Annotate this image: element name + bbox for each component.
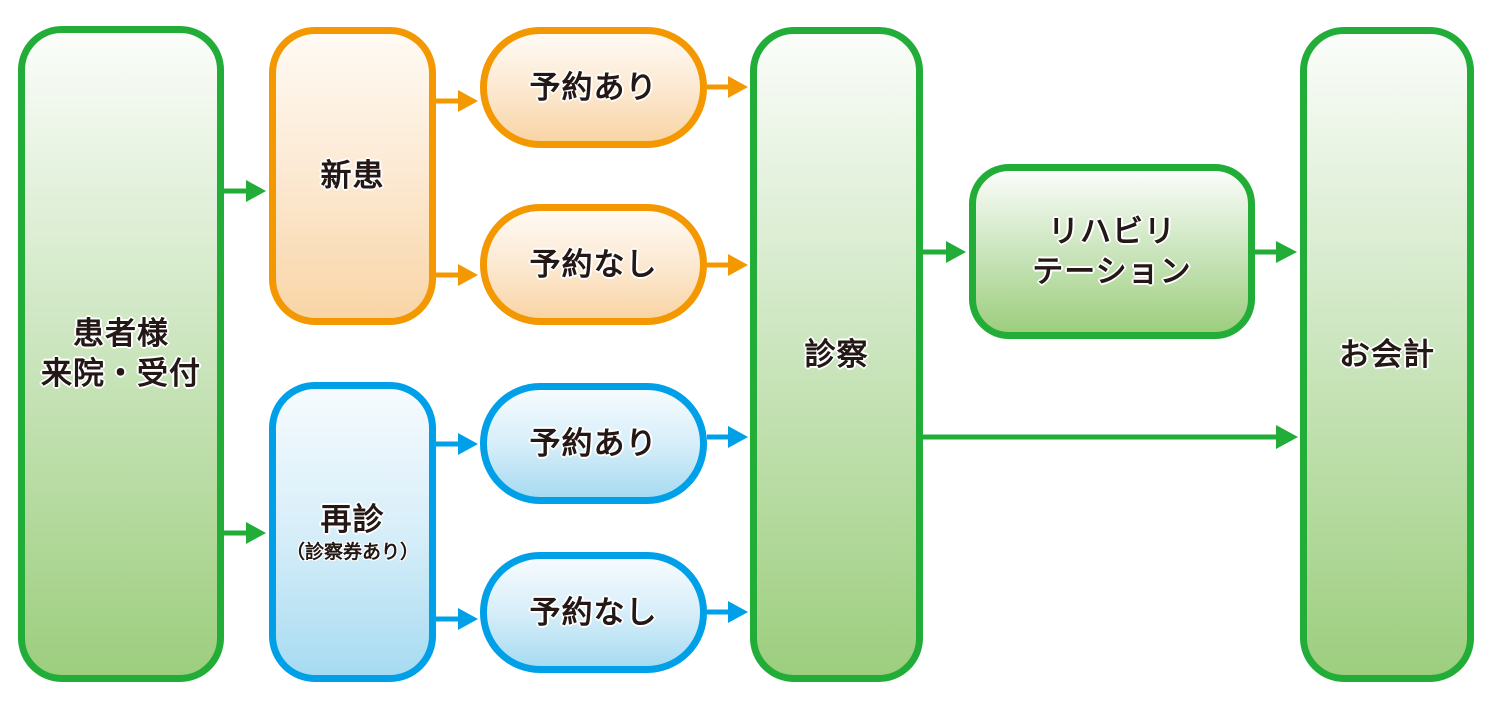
arrow-returning-to-returning-with-reservation (436, 433, 478, 455)
returning-with-reservation-label: 予約あり (529, 425, 658, 462)
rehabilitation-label-line2: テーション (1032, 253, 1192, 290)
arrow-examination-to-rehabilitation (923, 241, 966, 263)
node-returning-without-reservation: 予約なし (480, 552, 707, 673)
reception-label-line2: 来院・受付 (41, 356, 201, 392)
new-with-reservation-label: 予約あり (529, 69, 658, 106)
arrow-new-without-reservation-to-examination (707, 254, 748, 276)
node-returning-patient: 再診 （診察券あり） (269, 382, 436, 682)
rehabilitation-label-line1: リハビリ (1048, 213, 1176, 250)
reception-label-line1: 患者様 (73, 316, 169, 352)
node-examination: 診察 (750, 27, 923, 682)
node-new-patient: 新患 (269, 27, 436, 325)
returning-without-reservation-label: 予約なし (529, 594, 658, 631)
arrow-new-patient-to-new-with-reservation (436, 90, 478, 112)
node-new-without-reservation: 予約なし (480, 204, 707, 325)
node-returning-with-reservation: 予約あり (480, 383, 707, 504)
arrow-new-patient-to-new-without-reservation (436, 264, 478, 286)
payment-label: お会計 (1339, 336, 1435, 373)
new-patient-label: 新患 (320, 158, 385, 194)
node-new-with-reservation: 予約あり (480, 27, 707, 148)
node-rehabilitation: リハビリ テーション (969, 164, 1255, 339)
new-without-reservation-label: 予約なし (529, 246, 658, 283)
arrow-returning-without-reservation-to-examination (707, 601, 748, 623)
returning-patient-label: 再診 (320, 502, 385, 538)
examination-label: 診察 (804, 336, 869, 373)
arrow-reception-to-new-patient (224, 180, 266, 202)
arrow-returning-with-reservation-to-examination (707, 426, 748, 448)
node-reception: 患者様 来院・受付 (18, 26, 224, 682)
arrow-rehabilitation-to-payment (1255, 241, 1297, 263)
node-payment: お会計 (1300, 27, 1474, 682)
arrow-examination-to-payment (923, 425, 1298, 449)
arrow-returning-to-returning-without-reservation (436, 608, 478, 630)
returning-patient-sublabel: （診察券あり） (285, 541, 419, 563)
arrow-new-with-reservation-to-examination (707, 76, 748, 98)
arrow-reception-to-returning-patient (224, 522, 266, 544)
